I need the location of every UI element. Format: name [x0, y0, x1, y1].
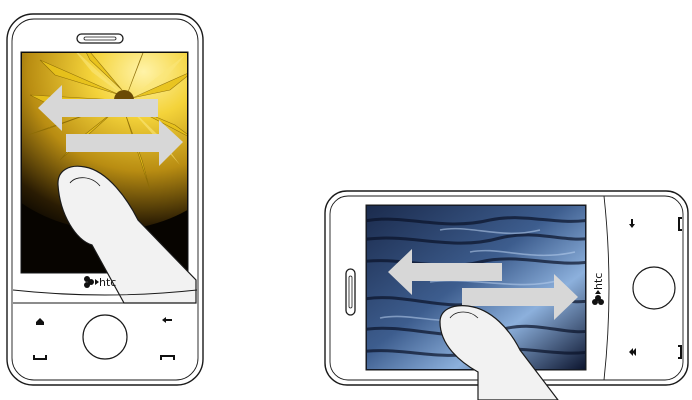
portrait-navigation-wheel[interactable] [83, 315, 127, 359]
portrait-htc-logo: htc [84, 276, 116, 289]
landscape-phone: htc [325, 191, 688, 400]
portrait-phone: htc [0, 0, 250, 385]
landscape-htc-logo: htc [592, 273, 605, 305]
portrait-brand-text: htc [99, 276, 116, 289]
landscape-brand-text: htc [592, 273, 605, 290]
landscape-navigation-wheel[interactable] [633, 267, 675, 309]
